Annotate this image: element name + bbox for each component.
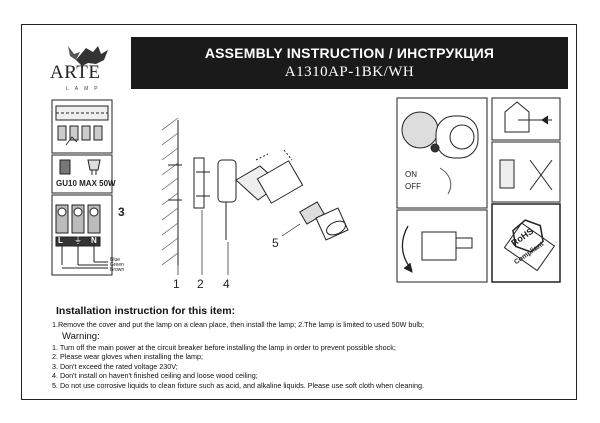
switch-off-label: OFF	[405, 182, 421, 191]
warning-item-4: 4. Don't install on haven't finished cei…	[52, 371, 258, 381]
terminal-ground: ⏚	[74, 236, 82, 245]
instructions-heading: Installation instruction for this item:	[56, 305, 236, 317]
rotate-adjust-icon	[396, 209, 488, 283]
wall-hatch	[161, 117, 179, 266]
part-number-5: 5	[272, 236, 279, 250]
instructions-block: Installation instruction for this item: …	[52, 305, 572, 391]
warning-item-1: 1. Turn off the main power at the circui…	[52, 342, 396, 352]
wiring-box-icon	[51, 194, 113, 276]
page-title: ASSEMBLY INSTRUCTION / ИНСТРУКЦИЯ	[204, 45, 495, 61]
part-number-1: 1	[173, 277, 180, 291]
wire-green: Green	[110, 262, 124, 268]
model-number: A1310AP-1BK/WH	[284, 64, 415, 80]
brand-sub: LAMP	[66, 86, 104, 92]
no-insulation-icon	[491, 141, 561, 203]
warning-item-5: 5. Do not use corrosive liquids to clean…	[52, 380, 424, 390]
title-bar: ASSEMBLY INSTRUCTION / ИНСТРУКЦИЯ A1310A…	[131, 37, 568, 89]
instruction-step-1: 1.Remove the cover and put the lamp on a…	[52, 320, 424, 329]
part-number-4: 4	[223, 277, 230, 291]
warning-item-3: 3. Don't exceed the rated voltage 230V;	[52, 361, 178, 371]
part-number-2: 2	[197, 277, 204, 291]
warning-label: Warning:	[62, 330, 100, 342]
leader-5	[281, 223, 301, 237]
rohs-stamp-icon	[491, 203, 561, 283]
terminal-n: N	[91, 236, 97, 245]
page-frame	[21, 24, 577, 400]
bulb-label: GU10 MAX 50W	[56, 179, 116, 188]
wire-brown: Brown	[110, 267, 125, 273]
griffin-logo-icon	[68, 46, 108, 66]
lamp-switch-icon	[396, 97, 488, 209]
brand-name: ARTE	[50, 62, 101, 83]
breaker-panel-icon	[51, 99, 113, 154]
wiring-step-number: 3	[118, 205, 125, 219]
screws-and-plate	[168, 157, 237, 240]
warning-item-2: 2. Please wear gloves when installing th…	[52, 352, 204, 362]
spotlight-assembly-icon	[235, 149, 349, 241]
part-leaders	[177, 210, 229, 275]
indoor-use-icon	[491, 97, 561, 141]
bulb-box-icon	[51, 154, 113, 194]
switch-on-label: ON	[405, 170, 417, 179]
wire-blue: Blue	[110, 257, 121, 263]
terminal-l: L	[58, 236, 63, 245]
